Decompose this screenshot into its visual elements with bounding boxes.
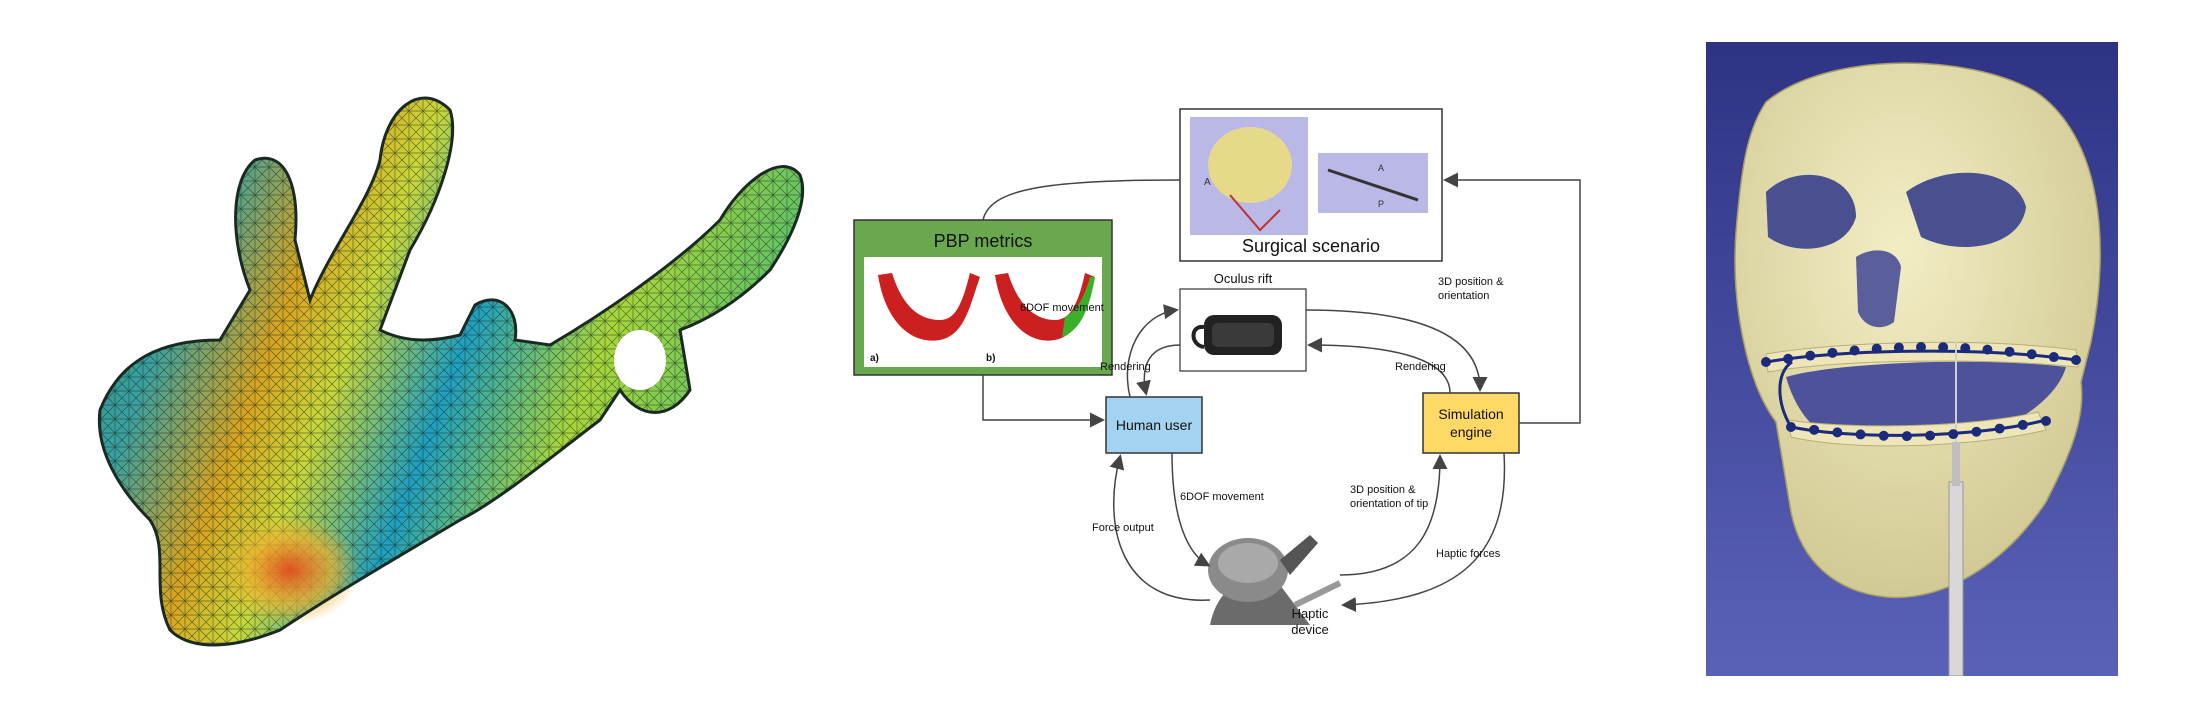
simulation-engine-label-1: Simulation xyxy=(1438,406,1503,422)
splint-bead xyxy=(1805,350,1816,361)
surgical-tool-icon xyxy=(1318,153,1428,213)
splint-bead xyxy=(1971,426,1982,437)
skull-shape xyxy=(1734,62,2101,599)
mandible-mesh-image xyxy=(80,90,810,670)
callout-a-tool: A xyxy=(1378,163,1384,173)
haptic-device-icon xyxy=(1208,535,1342,625)
edge-label-haptic-forces: Haptic forces xyxy=(1436,548,1501,560)
edge-label-position-2: orientation xyxy=(1438,290,1489,302)
edge-label-force-output: Force output xyxy=(1092,522,1154,534)
splint-bead xyxy=(1783,353,1794,364)
splint-bead xyxy=(2017,419,2028,430)
headset-icon xyxy=(1191,315,1282,355)
splint-bead xyxy=(2004,346,2015,357)
mandible-thumbnail-icon xyxy=(878,273,980,341)
surgical-tool-render xyxy=(1948,342,1964,677)
edge-label-6dof-haptic: 6DOF movement xyxy=(1180,491,1264,503)
edge-label-rendering-left: Rendering xyxy=(1100,361,1151,373)
mandible-shape xyxy=(97,96,805,647)
human-user-node: Human user xyxy=(1105,396,1203,454)
splint-bead xyxy=(2041,416,2051,426)
surgical-scenario-box: A A P Surgical scenario xyxy=(1179,108,1443,262)
human-user-label: Human user xyxy=(1116,417,1193,433)
surgical-scenario-title: Surgical scenario xyxy=(1242,236,1380,256)
splint-bead xyxy=(1982,344,1993,355)
splint-bead xyxy=(2071,355,2081,365)
splint-bead xyxy=(1901,431,1912,442)
haptic-device-node: Haptic device xyxy=(1208,535,1342,637)
edge-label-tip-1: 3D position & xyxy=(1350,484,1416,496)
oculus-rift-label: Oculus rift xyxy=(1214,271,1273,286)
simulation-engine-label-2: engine xyxy=(1450,424,1492,440)
edge-label-6dof-rift: 6DOF movement xyxy=(1020,302,1104,314)
oculus-rift-node: Oculus rift xyxy=(1179,271,1307,372)
splint-bead xyxy=(2048,352,2059,363)
splint-bead xyxy=(1786,422,1796,432)
splint-bead xyxy=(1827,347,1838,358)
splint-bead xyxy=(1855,429,1866,440)
edge-label-rendering-right: Rendering xyxy=(1395,361,1446,373)
haptic-device-label-1: Haptic xyxy=(1292,606,1329,621)
edge-label-tip-2: orientation of tip xyxy=(1350,498,1428,510)
callout-p-tool: P xyxy=(1378,199,1384,209)
splint-bead xyxy=(2026,349,2037,360)
simulation-engine-node: Simulation engine xyxy=(1422,392,1520,454)
splint-bead xyxy=(1994,423,2005,434)
diagram-edges xyxy=(982,172,1581,612)
pbp-label-b: b) xyxy=(986,353,995,364)
splint-bead xyxy=(1938,342,1949,353)
pbp-label-a: a) xyxy=(870,353,879,364)
haptic-device-label-2: device xyxy=(1291,622,1329,637)
splint-bead xyxy=(1871,343,1882,354)
splint-bead xyxy=(1832,427,1843,438)
splint-bead xyxy=(1916,342,1926,352)
skull-render-image xyxy=(1706,42,2118,677)
callout-a-skull: A xyxy=(1204,177,1211,188)
workflow-diagram: A A P Surgical scenario PBP metrics a) b… xyxy=(840,105,1600,645)
pbp-metrics-box: PBP metrics a) b) xyxy=(853,219,1113,376)
splint-bead xyxy=(1878,430,1889,441)
splint-bead xyxy=(1948,429,1959,440)
splint-bead xyxy=(1849,345,1860,356)
splint-bead xyxy=(1925,430,1936,441)
splint-bead xyxy=(1960,343,1971,354)
splint-bead xyxy=(1893,342,1904,353)
splint-bead xyxy=(1809,424,1820,435)
edge-label-position-1: 3D position & xyxy=(1438,276,1504,288)
pbp-metrics-title: PBP metrics xyxy=(934,231,1033,251)
splint-bead xyxy=(1761,357,1771,367)
